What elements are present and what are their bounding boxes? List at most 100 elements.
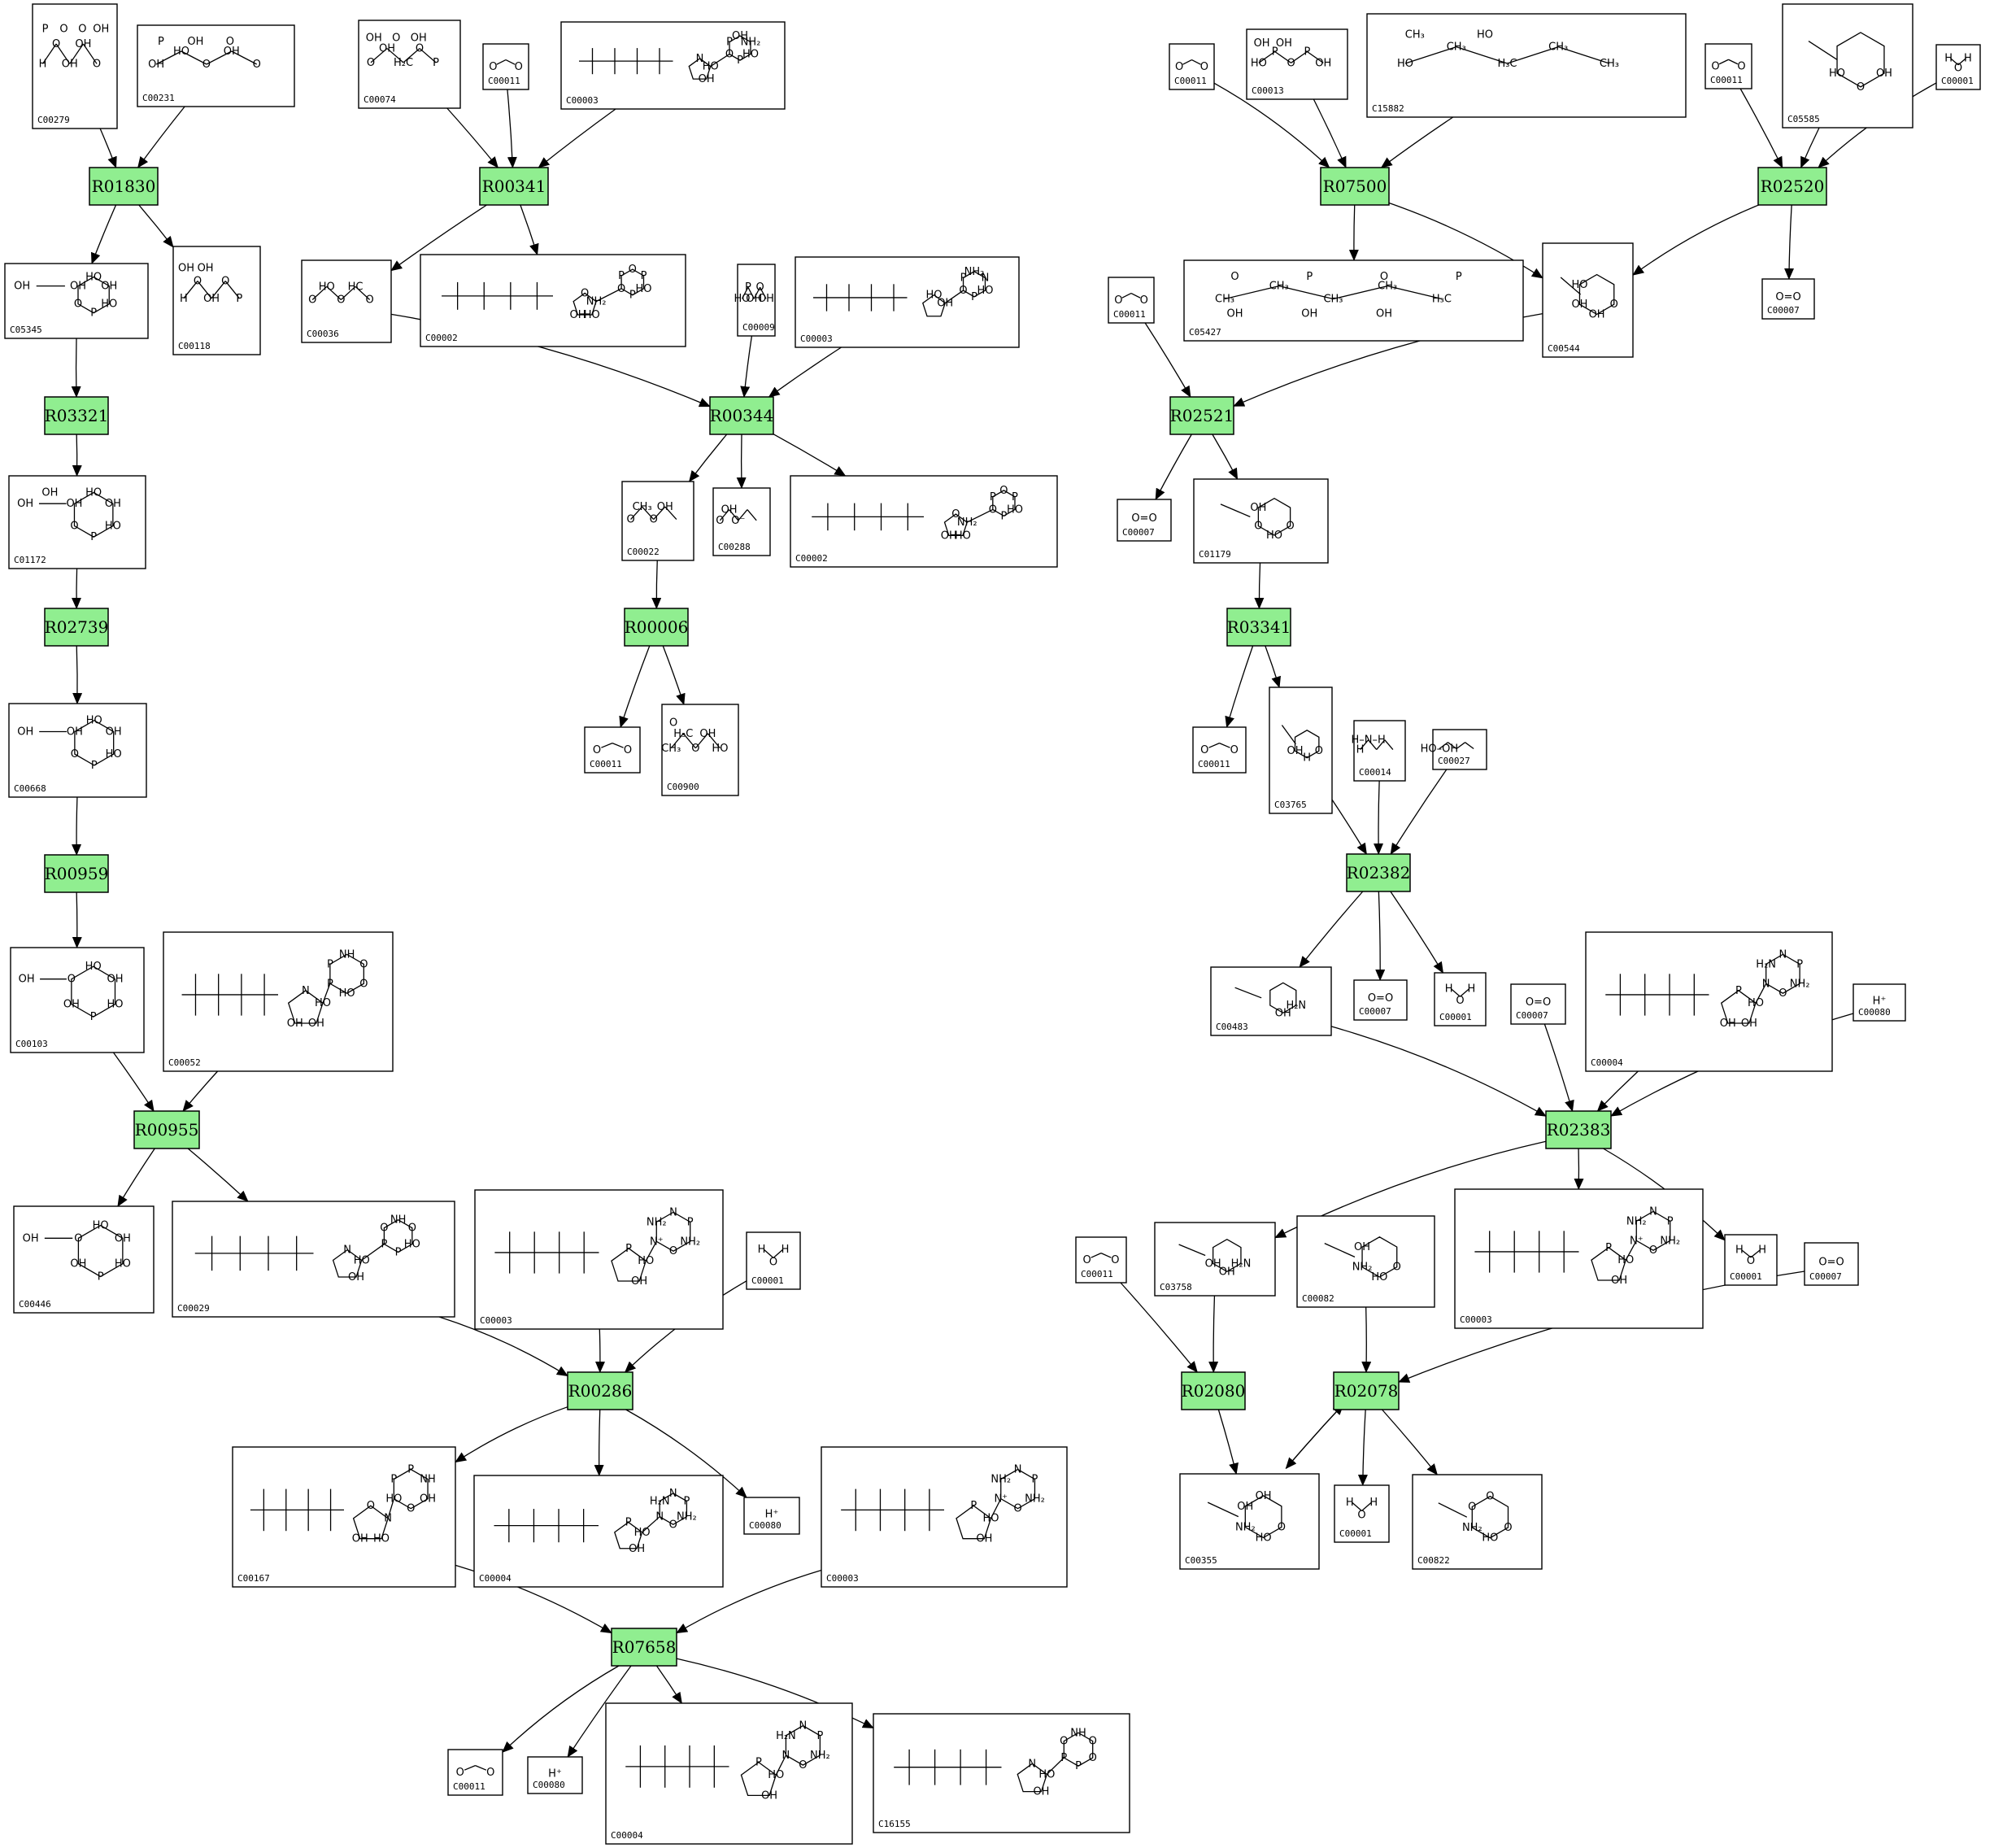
edge-c00009-to-R00344 [740,335,753,398]
reaction-r00955[interactable]: R00955 [133,1110,200,1149]
reaction-r02520[interactable]: R02520 [1757,167,1827,206]
reaction-r00341[interactable]: R00341 [479,167,549,206]
compound-id: C00001 [1941,76,1974,86]
reaction-r07658[interactable]: R07658 [611,1628,677,1667]
reaction-r00344[interactable]: R00344 [709,396,774,435]
bond [670,733,684,749]
atom-label: O [617,283,625,295]
reaction-r02521[interactable]: R02521 [1169,396,1234,435]
bond [747,286,755,299]
reaction-r00959[interactable]: R00959 [44,854,109,893]
atom-label: OH [699,73,715,85]
reaction-r02078[interactable]: R02078 [1333,1371,1400,1410]
compound-c00080[interactable]: H⁺C00080 [743,1497,800,1535]
reaction-r01830[interactable]: R01830 [89,167,159,206]
compound-c00080[interactable]: H⁺C00080 [527,1756,583,1794]
reaction-r00006[interactable]: R00006 [624,608,689,647]
reaction-box [44,608,109,647]
reaction-r00286[interactable]: R00286 [567,1371,633,1410]
edge-R02521-to-c01179 [1212,434,1239,480]
reaction-r02739[interactable]: R02739 [44,608,109,647]
reaction-r02383[interactable]: R02383 [1545,1110,1612,1149]
reaction-r07500[interactable]: R07500 [1320,167,1390,206]
reaction-r03341[interactable]: R03341 [1226,608,1291,647]
reaction-label: R07500 [1323,177,1387,196]
ring-bond [1017,1763,1048,1793]
atom-label: O [650,514,658,526]
reaction-r02080[interactable]: R02080 [1181,1371,1246,1410]
reaction-r02382[interactable]: R02382 [1346,853,1411,892]
atom-label: N⁺ [1630,1235,1644,1247]
atom-label: HO [703,61,719,73]
atom-label: HO–OH [1421,743,1459,756]
bond [340,285,356,300]
reaction-r03321[interactable]: R03321 [44,396,109,435]
compound-c00080[interactable]: H⁺C00080 [1853,983,1906,1022]
atom-label: NH₂ [1025,1493,1045,1506]
compound-box [1269,686,1333,814]
bond [1450,988,1461,997]
